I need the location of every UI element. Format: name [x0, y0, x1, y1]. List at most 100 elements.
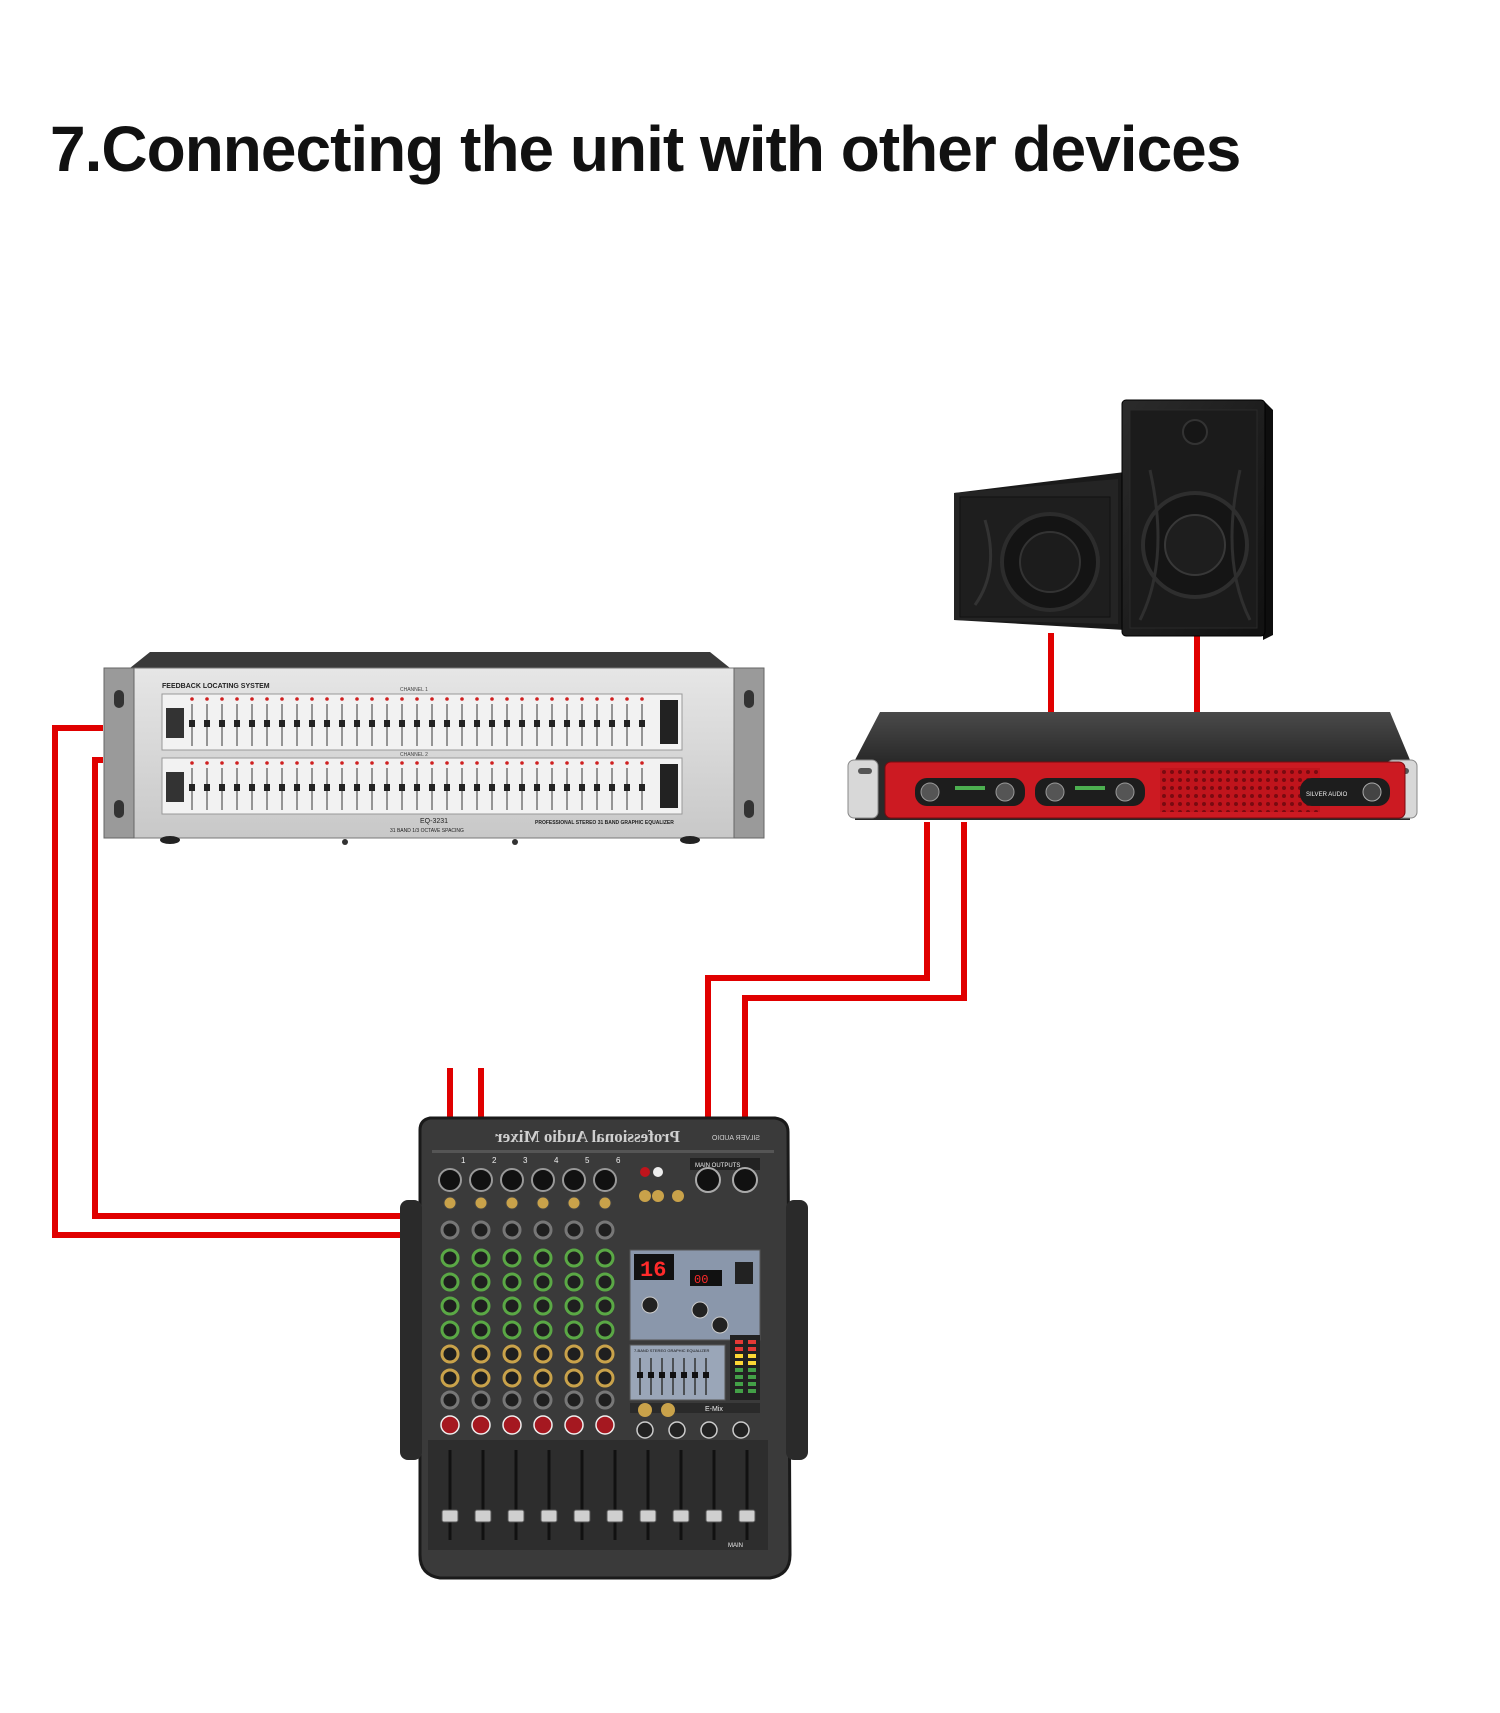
eq-slider-cap: [219, 720, 225, 727]
eq-channel-1-sliders: [189, 697, 645, 746]
channel-knob: [471, 1248, 491, 1268]
eq-led: [610, 697, 614, 701]
meter-led: [748, 1361, 756, 1365]
eq-slider-cap: [429, 784, 435, 791]
channel-knob: [502, 1296, 522, 1316]
main-output-left-jack: [695, 1167, 721, 1193]
channel-knob: [533, 1220, 553, 1240]
eq-led: [205, 697, 209, 701]
mixer-name: Professional Audio Mixer: [495, 1127, 680, 1146]
eq-slider-cap: [549, 784, 555, 791]
master-knob: [636, 1421, 654, 1439]
geq-slider-cap: [659, 1372, 665, 1378]
eq-slider-cap: [309, 784, 315, 791]
eq-led: [265, 697, 269, 701]
channel-knob: [533, 1320, 553, 1340]
channel-knob: [440, 1390, 460, 1410]
channel-knob: [440, 1248, 460, 1268]
eq-header-text: FEEDBACK LOCATING SYSTEM: [162, 683, 270, 690]
eq-led: [250, 697, 254, 701]
channel-knob: [502, 1248, 522, 1268]
channel-knob: [502, 1390, 522, 1410]
audio-mixer: Professional Audio Mixer SILVER AUDIO 1 …: [400, 1116, 808, 1580]
eq-led: [535, 697, 539, 701]
eq-led: [490, 697, 494, 701]
eq-slider-cap: [399, 784, 405, 791]
eq-slider-cap: [564, 720, 570, 727]
fader-cap: [606, 1509, 624, 1523]
eq-led: [445, 761, 449, 765]
meter-led: [748, 1347, 756, 1351]
eq-led: [235, 761, 239, 765]
eq-led: [220, 697, 224, 701]
channel-number-3: 3: [523, 1156, 528, 1165]
channel-knob: [595, 1390, 615, 1410]
eq-slider-cap: [594, 720, 600, 727]
eq-led: [550, 697, 554, 701]
channel-knob: [440, 1344, 460, 1364]
eq-slider-cap: [534, 720, 540, 727]
eq-slider-cap: [609, 720, 615, 727]
pan-knob: [502, 1415, 522, 1435]
eq-led: [355, 761, 359, 765]
xlr-input-jack: [469, 1168, 493, 1192]
channel-knob: [533, 1272, 553, 1292]
eq-bottom-right-text: PROFESSIONAL STEREO 31 BAND GRAPHIC EQUA…: [535, 820, 674, 826]
fader-cap: [540, 1509, 558, 1523]
line-input-jack: [474, 1196, 488, 1210]
eq-led: [550, 761, 554, 765]
mixer-geq-panel: [629, 1344, 726, 1401]
eq-led: [250, 761, 254, 765]
line-input-jack: [536, 1196, 550, 1210]
eq-led: [295, 761, 299, 765]
eq-led: [325, 697, 329, 701]
eq-slider-cap: [459, 720, 465, 727]
xlr-input-jack: [593, 1168, 617, 1192]
eq-led: [190, 761, 194, 765]
eq-led: [415, 697, 419, 701]
channel-knob: [533, 1248, 553, 1268]
fader-cap: [441, 1509, 459, 1523]
channel-number-2: 2: [492, 1156, 497, 1165]
eq-led: [520, 761, 524, 765]
meter-led: [735, 1382, 743, 1386]
eq-led: [325, 761, 329, 765]
eq-slider-cap: [369, 784, 375, 791]
channel-knob: [502, 1368, 522, 1388]
graphic-equalizer: FEEDBACK LOCATING SYSTEM CHANNEL 1 CHANN…: [103, 652, 765, 845]
eq-led: [445, 697, 449, 701]
channel-knob: [595, 1344, 615, 1364]
channel-knob: [595, 1296, 615, 1316]
eq-slider-cap: [519, 720, 525, 727]
eq-slider-cap: [399, 720, 405, 727]
mixer-pan-knobs: [440, 1415, 750, 1439]
channel-knob: [471, 1368, 491, 1388]
mixer-main-outputs-label: MAIN OUTPUTS: [695, 1163, 740, 1169]
fader-cap: [705, 1509, 723, 1523]
eq-slider-cap: [234, 720, 240, 727]
channel-number-4: 4: [554, 1156, 559, 1165]
channel-knob: [440, 1272, 460, 1292]
mixer-emix-label: E-Mix: [705, 1406, 723, 1413]
meter-led: [735, 1361, 743, 1365]
speaker-left: [954, 472, 1125, 630]
eq-led: [400, 761, 404, 765]
meter-led: [735, 1347, 743, 1351]
channel-knob: [533, 1390, 553, 1410]
channel-knob: [471, 1296, 491, 1316]
eq-slider-cap: [459, 784, 465, 791]
mixer-geq-sliders: [637, 1358, 709, 1395]
eq-led: [565, 761, 569, 765]
mixer-channel-knobs: [440, 1220, 615, 1410]
pan-knob: [471, 1415, 491, 1435]
eq-slider-cap: [474, 720, 480, 727]
eq-led: [640, 761, 644, 765]
eq-led: [220, 761, 224, 765]
eq-led: [520, 697, 524, 701]
meter-led: [748, 1368, 756, 1372]
fader-cap: [738, 1509, 756, 1523]
fader-cap: [639, 1509, 657, 1523]
eq-slider-cap: [624, 784, 630, 791]
channel-knob: [564, 1344, 584, 1364]
eq-led: [625, 761, 629, 765]
